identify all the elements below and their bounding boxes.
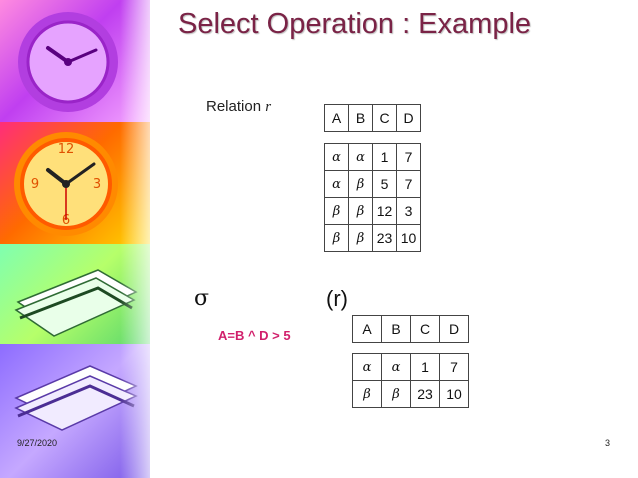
table-row: β β 12 3: [324, 197, 421, 225]
footer-date: 9/27/2020: [17, 438, 58, 448]
table-row: β β 23 10: [352, 380, 469, 408]
table-cell: 23: [372, 224, 397, 252]
table-cell: 12: [372, 197, 397, 225]
table-cell: 7: [396, 143, 421, 171]
column-header: B: [348, 104, 373, 132]
column-header: C: [410, 315, 440, 343]
select-operator-symbol: σ: [194, 286, 210, 311]
table-cell: β: [348, 197, 373, 225]
table-cell: α: [381, 353, 411, 381]
table-cell: β: [324, 224, 349, 252]
table-cell: 7: [439, 353, 469, 381]
table-cell: α: [324, 170, 349, 198]
relation-label-prefix: Relation: [206, 98, 266, 115]
table-row: α α 1 7: [352, 353, 469, 381]
decorative-image-strip: 12 3 6 9: [0, 0, 150, 478]
column-header: B: [381, 315, 411, 343]
svg-text:12: 12: [58, 142, 75, 157]
table-cell: α: [348, 143, 373, 171]
table-cell: 1: [410, 353, 440, 381]
table-cell: β: [348, 224, 373, 252]
table-cell: 23: [410, 380, 440, 408]
table-cell: β: [324, 197, 349, 225]
column-header: A: [352, 315, 382, 343]
table-cell: α: [324, 143, 349, 171]
column-header: C: [372, 104, 397, 132]
table-cell: 10: [439, 380, 469, 408]
select-predicate: A=B ^ D > 5: [218, 328, 291, 343]
relation-header-table: A B C D: [324, 104, 421, 132]
slide-title: Select Operation : Example: [178, 8, 532, 40]
paper-stack-icon: [14, 365, 138, 431]
svg-text:6: 6: [62, 213, 70, 228]
table-cell: β: [381, 380, 411, 408]
svg-text:3: 3: [93, 177, 101, 192]
clock-icon: [18, 12, 118, 112]
page-number: 3: [605, 438, 611, 448]
table-cell: 5: [372, 170, 397, 198]
result-header-table: A B C D: [352, 315, 469, 343]
column-header: D: [439, 315, 469, 343]
table-cell: 3: [396, 197, 421, 225]
relation-table: α α 1 7 α β 5 7 β β 12 3 β β 23 10: [324, 143, 421, 252]
alarm-clock-icon: 12 3 6 9: [14, 132, 118, 236]
table-cell: β: [352, 380, 382, 408]
column-header: A: [324, 104, 349, 132]
table-row: α β 5 7: [324, 170, 421, 198]
table-cell: α: [352, 353, 382, 381]
svg-text:9: 9: [31, 177, 39, 192]
relation-name: r: [265, 99, 272, 115]
table-cell: 7: [396, 170, 421, 198]
select-operand: (r): [326, 286, 348, 311]
result-table: α α 1 7 β β 23 10: [352, 353, 469, 408]
table-cell: 10: [396, 224, 421, 252]
strip-fade: [120, 0, 150, 478]
table-cell: β: [348, 170, 373, 198]
table-row: β β 23 10: [324, 224, 421, 252]
relation-label: Relation r: [206, 98, 271, 116]
column-header: D: [396, 104, 421, 132]
table-row: α α 1 7: [324, 143, 421, 171]
table-cell: 1: [372, 143, 397, 171]
